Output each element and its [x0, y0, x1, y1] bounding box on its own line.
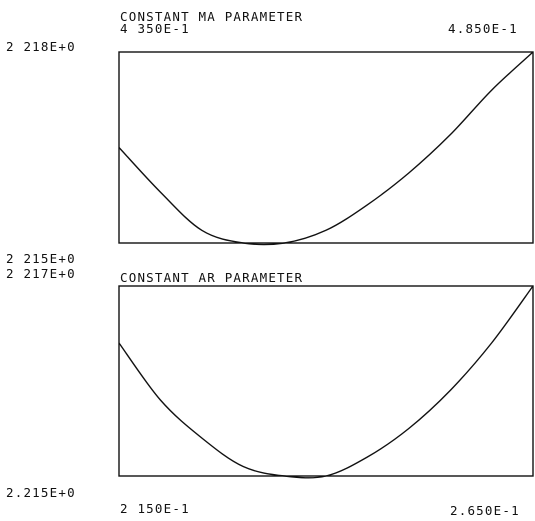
- bottom-chart: [118, 285, 534, 479]
- bottom-chart-title: CONSTANT AR PARAMETER: [120, 270, 304, 285]
- top-chart-title: CONSTANT MA PARAMETER: [120, 9, 304, 24]
- top-series-line: [118, 51, 534, 246]
- top-plot-frame: [118, 51, 534, 244]
- top-x-min-label: 4 350E-1: [120, 21, 190, 36]
- top-x-max-label: 4.850E-1: [448, 21, 518, 36]
- bottom-x-max-label: 2.650E-1: [450, 503, 520, 518]
- top-chart: [118, 51, 534, 246]
- bottom-series-line: [118, 285, 534, 479]
- top-y-min-label: 2 215E+0: [6, 251, 76, 266]
- bottom-y-min-label: 2.215E+0: [6, 485, 76, 500]
- top-y-max-label: 2 218E+0: [6, 39, 76, 54]
- bottom-plot-frame: [118, 285, 534, 477]
- bottom-y-max-label: 2 217E+0: [6, 266, 76, 281]
- bottom-x-min-label: 2 150E-1: [120, 501, 190, 516]
